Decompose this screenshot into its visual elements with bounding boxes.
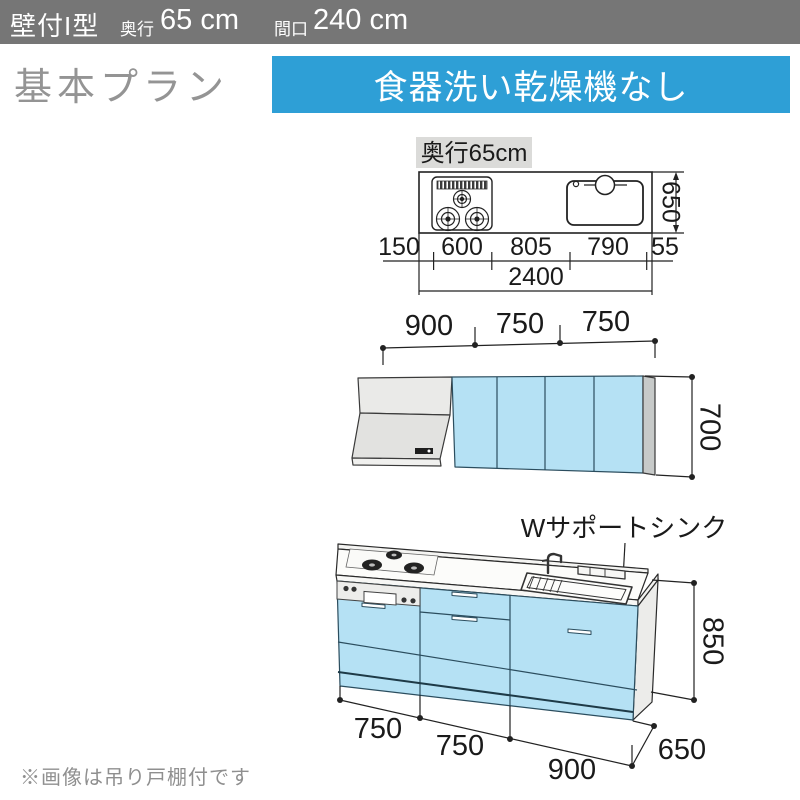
- cooktop-icon: [431, 176, 493, 232]
- sink-top-icon: [566, 174, 644, 226]
- base-drawers: [336, 580, 639, 721]
- dim-600: 600: [441, 233, 483, 261]
- plan-depth-dim: 650: [652, 171, 684, 234]
- dim-750a-base: 750: [354, 713, 402, 745]
- banner-text: 食器洗い乾燥機なし: [373, 69, 689, 107]
- base-depth-dim: 650: [631, 720, 706, 767]
- base-width-dims: 750 750 900: [337, 686, 635, 786]
- dim-55: 55: [651, 233, 679, 261]
- width-value: 240 cm: [313, 4, 409, 36]
- wall-cabinet-doors: [451, 375, 656, 476]
- spec-header-bar: 壁付I型 奥行 65 cm 間口 240 cm: [0, 0, 800, 44]
- plan-view-diagram: 奥行65cm 650 150 600 805 790 55: [378, 137, 684, 295]
- dim-150: 150: [378, 233, 420, 261]
- plan-title: 基本プラン: [14, 67, 230, 109]
- wall-cabinet-diagram: 900 750 750 700: [351, 306, 725, 480]
- range-hood: [351, 376, 453, 467]
- plan-depth-chip-text: 奥行65cm: [421, 140, 528, 167]
- wall-height-dim: 700: [644, 374, 725, 480]
- dim-750b-wall: 750: [582, 306, 630, 338]
- dim-850: 850: [696, 617, 728, 665]
- dim-750b-base: 750: [436, 730, 484, 762]
- plan-depth-chip: 奥行65cm: [416, 137, 532, 168]
- dim-805: 805: [510, 233, 552, 261]
- base-height-dim: 850: [650, 579, 728, 703]
- dim-750a-wall: 750: [496, 308, 544, 340]
- plan-depth-dim-text: 650: [656, 181, 684, 223]
- sink-callout-text: Wサポートシンク: [521, 513, 728, 543]
- dim-790: 790: [587, 233, 629, 261]
- cooktop-3d: [345, 548, 439, 576]
- dim-650-base: 650: [658, 734, 706, 766]
- depth-value: 65 cm: [160, 4, 239, 36]
- footnote: ※画像は吊り戸棚付です: [20, 767, 251, 789]
- dim-900-base: 900: [548, 754, 596, 786]
- support-sink: [520, 552, 633, 605]
- dim-900-wall: 900: [405, 310, 453, 342]
- dim-700: 700: [693, 403, 725, 451]
- plan-segment-dims: 150 600 805 790 55 2400: [378, 233, 679, 295]
- dim-2400: 2400: [508, 263, 564, 291]
- wall-width-dims: 900 750 750: [380, 306, 658, 365]
- width-label: 間口: [274, 20, 308, 39]
- depth-label: 奥行: [120, 20, 154, 39]
- stove-control-panel: [336, 580, 421, 607]
- kitchen-type-label: 壁付I型: [10, 11, 100, 41]
- sink-callout: Wサポートシンク: [521, 513, 728, 587]
- no-dishwasher-banner: 食器洗い乾燥機なし: [272, 56, 790, 113]
- base-cabinet-diagram: Wサポートシンク: [335, 513, 728, 786]
